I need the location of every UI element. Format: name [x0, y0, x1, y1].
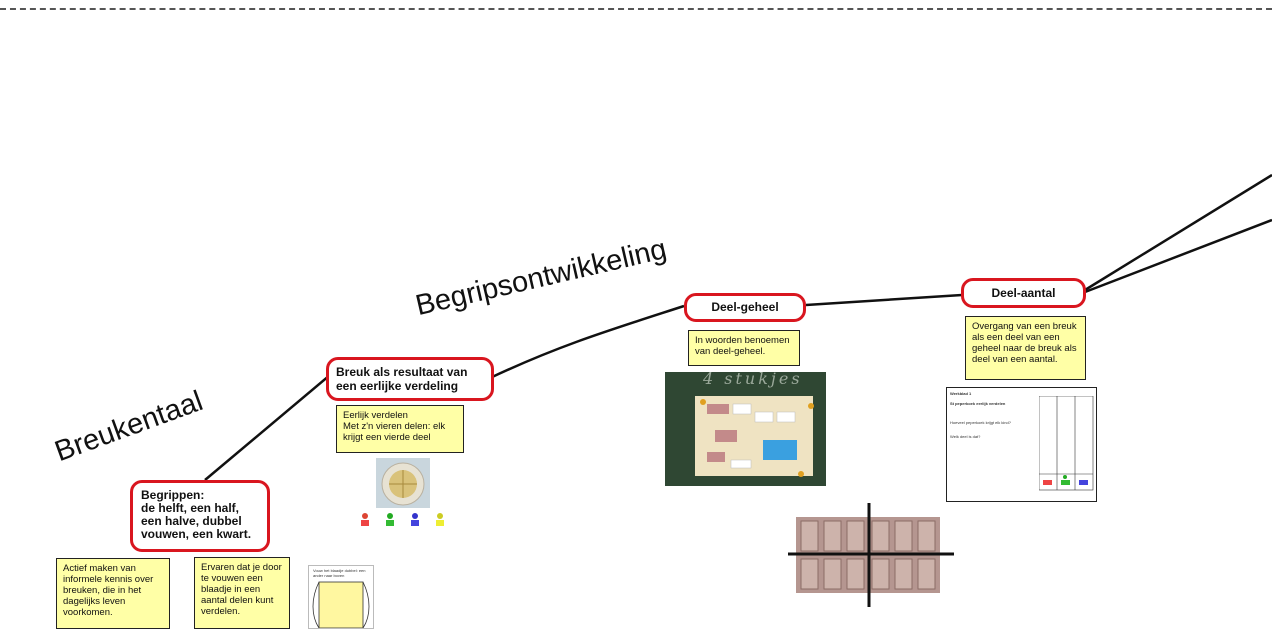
chalkboard-drawing: [695, 396, 814, 477]
connector-breuk-deelgeheel: [489, 304, 685, 380]
connector-deelaantal-offscreen-1: [1084, 173, 1272, 292]
worksheet-question-2: Welk deel is dat?: [950, 434, 981, 439]
chocolate-bar-drawing: [788, 503, 954, 607]
note-ervaren: Ervaren dat je door te vouwen een blaadj…: [194, 557, 290, 629]
note-overgang: Overgang van een breuk als een deel van …: [965, 316, 1086, 380]
worksheet-thumbnail: Werkblad 1 St peperkoek eerlijk verdelen…: [946, 387, 1097, 502]
node-deel-aantal[interactable]: Deel-aantal: [961, 278, 1086, 308]
page-separator: [0, 8, 1272, 10]
chocolate-bar-image: [788, 503, 954, 607]
node-breuk-verdeling-text: Breuk als resultaat van een eerlijke ver…: [336, 365, 468, 393]
fold-sheet-drawing: [312, 581, 370, 628]
connector-begrippen-breuk: [204, 374, 331, 481]
note-woorden: In woorden benoemen van deel-geheel.: [688, 330, 800, 366]
cake-photo: [376, 458, 430, 508]
children-figures: [361, 513, 444, 526]
worksheet-columns: [1039, 396, 1094, 491]
node-deel-aantal-text: Deel-aantal: [991, 286, 1056, 300]
node-deel-geheel-text: Deel-geheel: [711, 300, 779, 314]
node-begrippen[interactable]: Begrippen: de helft, een half, een halve…: [130, 480, 270, 552]
node-deel-geheel[interactable]: Deel-geheel: [684, 293, 806, 322]
fold-sheet-thumbnail: Vouw het blaadje dubbel: een ander naar …: [308, 565, 374, 629]
node-begrippen-text: Begrippen: de helft, een half, een halve…: [141, 488, 252, 541]
worksheet-question-1: Hoeveel peperkoek krijgt elk kind?: [950, 420, 1011, 425]
worksheet-title: Werkblad 1: [950, 391, 972, 396]
fold-sheet-title: Vouw het blaadje dubbel: een ander naar …: [313, 568, 366, 578]
connector-deelgeheel-deelaantal: [805, 293, 963, 307]
chalkboard-text: 4 stukjes: [703, 369, 803, 388]
note-actief: Actief maken van informele kennis over b…: [56, 558, 170, 629]
worksheet-subtitle: St peperkoek eerlijk verdelen: [950, 401, 1006, 406]
chalkboard-photo: 4 stukjes: [665, 369, 826, 486]
note-eerlijk: Eerlijk verdelen Met z'n vieren delen: e…: [336, 405, 464, 453]
node-breuk-verdeling[interactable]: Breuk als resultaat van een eerlijke ver…: [326, 357, 494, 401]
cake-photo-drawing: [381, 462, 425, 506]
connector-deelaantal-offscreen-2: [1084, 218, 1272, 294]
